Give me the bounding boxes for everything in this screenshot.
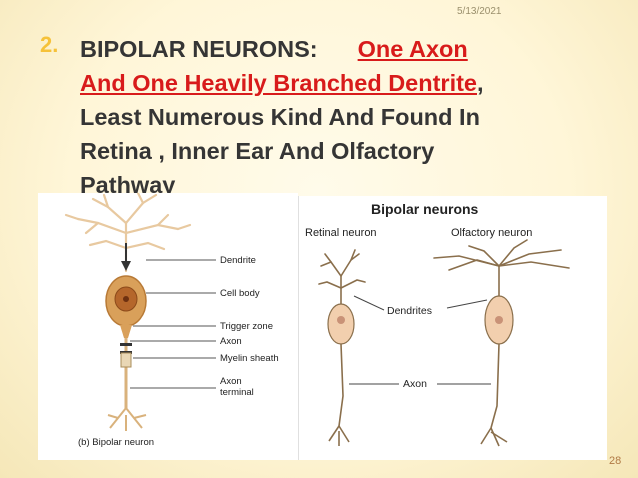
label-olfactory-neuron: Olfactory neuron: [451, 227, 532, 239]
list-number: 2.: [40, 32, 59, 57]
retinal-axon: [328, 343, 350, 446]
text-line-4: Retina , Inner Ear And Olfactory: [80, 138, 435, 164]
bipolar-neuron-diagram: Dendrite Cell body Trigger zone Axon Mye…: [64, 191, 279, 448]
label-trigger-zone: Trigger zone: [220, 321, 273, 332]
slide-date: 5/13/2021: [457, 6, 502, 17]
label-axon: Axon: [403, 378, 427, 390]
arrow-head-icon: [121, 261, 131, 271]
slide-body-text: BIPOLAR NEURONS: One Axon And One Heavily…: [80, 32, 620, 202]
myelin-mark: [120, 343, 132, 346]
comma: ,: [477, 70, 484, 96]
text-line-3: Least Numerous Kind And Found In: [80, 104, 480, 130]
highlight-dendrite: And One Heavily Branched Dentrite: [80, 70, 477, 96]
olfactory-nucleus: [495, 316, 503, 324]
label-axon-terminal-2: terminal: [220, 387, 254, 398]
trigger-zone: [120, 325, 132, 338]
bipolar-neurons-diagram: Bipolar neurons Retinal neuron Olfactory…: [305, 201, 570, 447]
bipolar-neurons-figure: Bipolar neurons Retinal neuron Olfactory…: [298, 196, 607, 460]
text-line-1: BIPOLAR NEURONS: One Axon: [80, 32, 620, 66]
dendrite-branches: [64, 191, 192, 273]
nucleolus: [123, 296, 129, 302]
retinal-nucleus: [337, 316, 345, 324]
highlight-one-axon: One Axon: [357, 36, 468, 62]
figure-caption: (b) Bipolar neuron: [78, 437, 154, 448]
page-number: 28: [609, 455, 622, 467]
label-cell-body: Cell body: [220, 288, 260, 299]
myelin-sheath: [120, 352, 132, 368]
heading: BIPOLAR NEURONS:: [80, 36, 318, 62]
olfactory-axon: [480, 343, 508, 447]
label-dendrites: Dendrites: [387, 305, 432, 317]
label-retinal-neuron: Retinal neuron: [305, 227, 377, 239]
label-myelin-sheath: Myelin sheath: [220, 353, 279, 364]
label-dendrite: Dendrite: [220, 255, 256, 266]
leader-lines: [349, 295, 491, 385]
figure-title: Bipolar neurons: [371, 201, 479, 217]
label-axon: Axon: [220, 336, 242, 347]
label-axon-terminal-1: Axon: [220, 376, 242, 387]
text-line-2: And One Heavily Branched Dentrite,: [80, 66, 620, 100]
axon-terminals: [107, 407, 147, 431]
retinal-dendrites: [318, 249, 366, 307]
leader-lines: [130, 259, 216, 389]
olfactory-dendrites: [433, 239, 570, 297]
bipolar-neuron-figure: Dendrite Cell body Trigger zone Axon Mye…: [38, 191, 298, 460]
